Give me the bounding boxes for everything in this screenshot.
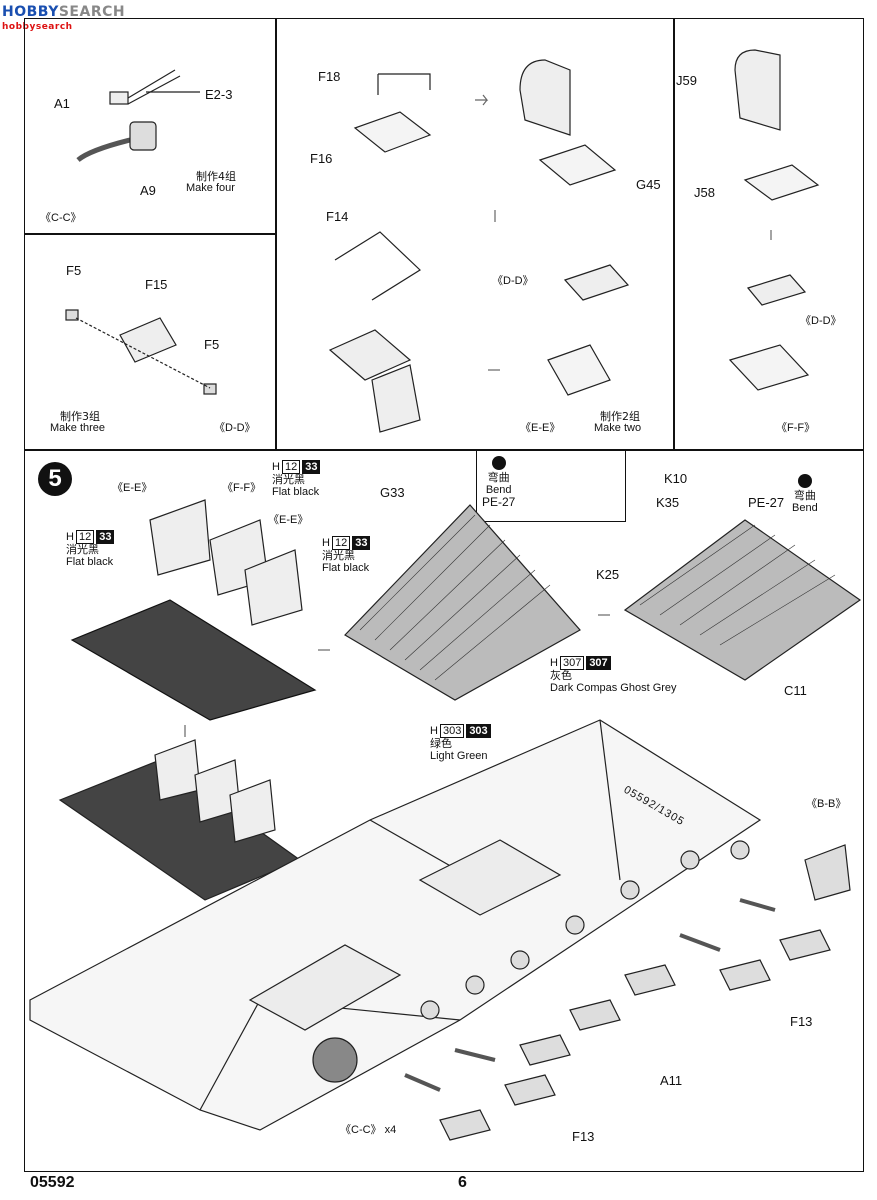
step-number: 5: [38, 462, 72, 496]
part-label-f13-bottom: F13: [572, 1129, 595, 1144]
part-label-f16: F16: [310, 151, 333, 166]
part-label-g45: G45: [636, 177, 661, 192]
tag-step-ff: 《F-F》: [222, 482, 262, 494]
bend-callout-right: 弯曲 Bend: [792, 474, 818, 514]
panel-mid: [276, 18, 674, 450]
watermark-logo: HOBBYSEARCH hobbysearch: [2, 4, 126, 32]
part-label-a1: A1: [54, 96, 70, 111]
note-en-cc: Make four: [186, 182, 235, 194]
part-label-pe27: PE-27: [748, 495, 785, 510]
tag-step-cc: 《C-C》 x4: [340, 1124, 397, 1136]
part-label-k10: K10: [664, 471, 688, 486]
note-en-dd: Make three: [50, 422, 106, 434]
part-label-e2-3: E2-3: [205, 87, 233, 102]
tag-dd: 《D-D》: [214, 422, 256, 434]
part-label-j58: J58: [694, 185, 715, 200]
part-label-f18: F18: [318, 69, 341, 84]
panel-ff: [674, 18, 864, 450]
part-label-a11: A11: [660, 1073, 683, 1088]
tag-ff-dd: 《D-D》: [800, 315, 842, 327]
bend-icon-right: [797, 474, 812, 488]
tag-ff-ff: 《F-F》: [776, 422, 816, 434]
note-en-mid: Make two: [594, 422, 642, 434]
part-label-j59: J59: [676, 73, 697, 88]
bend-callout-box: [476, 450, 626, 522]
note-cn-dd: 制作3组: [60, 410, 100, 423]
page-number: 6: [458, 1174, 467, 1191]
tag-mid-ee: 《E-E》: [520, 422, 561, 434]
part-label-g33: G33: [380, 485, 405, 500]
part-label-f13-right: F13: [790, 1014, 813, 1029]
bend-callout: 弯曲 Bend PE-27: [482, 456, 515, 508]
panel-cc: [24, 18, 276, 234]
part-label-a9: A9: [140, 183, 156, 198]
note-cn-cc: 制作4组: [196, 170, 236, 183]
panel-dd: [24, 234, 276, 450]
part-label-c11: C11: [784, 683, 807, 698]
tag-cc: 《C-C》: [40, 212, 82, 224]
part-label-k25: K25: [596, 567, 620, 582]
part-label-f14: F14: [326, 209, 349, 224]
tag-step-ee-1: 《E-E》: [112, 482, 153, 494]
note-cn-mid: 制作2组: [600, 410, 640, 423]
tag-step-bb: 《B-B》: [806, 798, 847, 810]
tag-mid-dd: 《D-D》: [492, 275, 534, 287]
part-label-k35: K35: [656, 495, 680, 510]
tag-step-ee-2: 《E-E》: [268, 514, 309, 526]
part-label-f5-bottom: F5: [204, 337, 220, 352]
bend-icon: [491, 456, 506, 470]
panel-step5: [24, 450, 864, 1172]
watermark-url: hobbysearch: [2, 22, 73, 32]
model-number: 05592: [30, 1174, 75, 1191]
part-label-f15: F15: [145, 277, 168, 292]
part-label-f5-top: F5: [66, 263, 82, 278]
